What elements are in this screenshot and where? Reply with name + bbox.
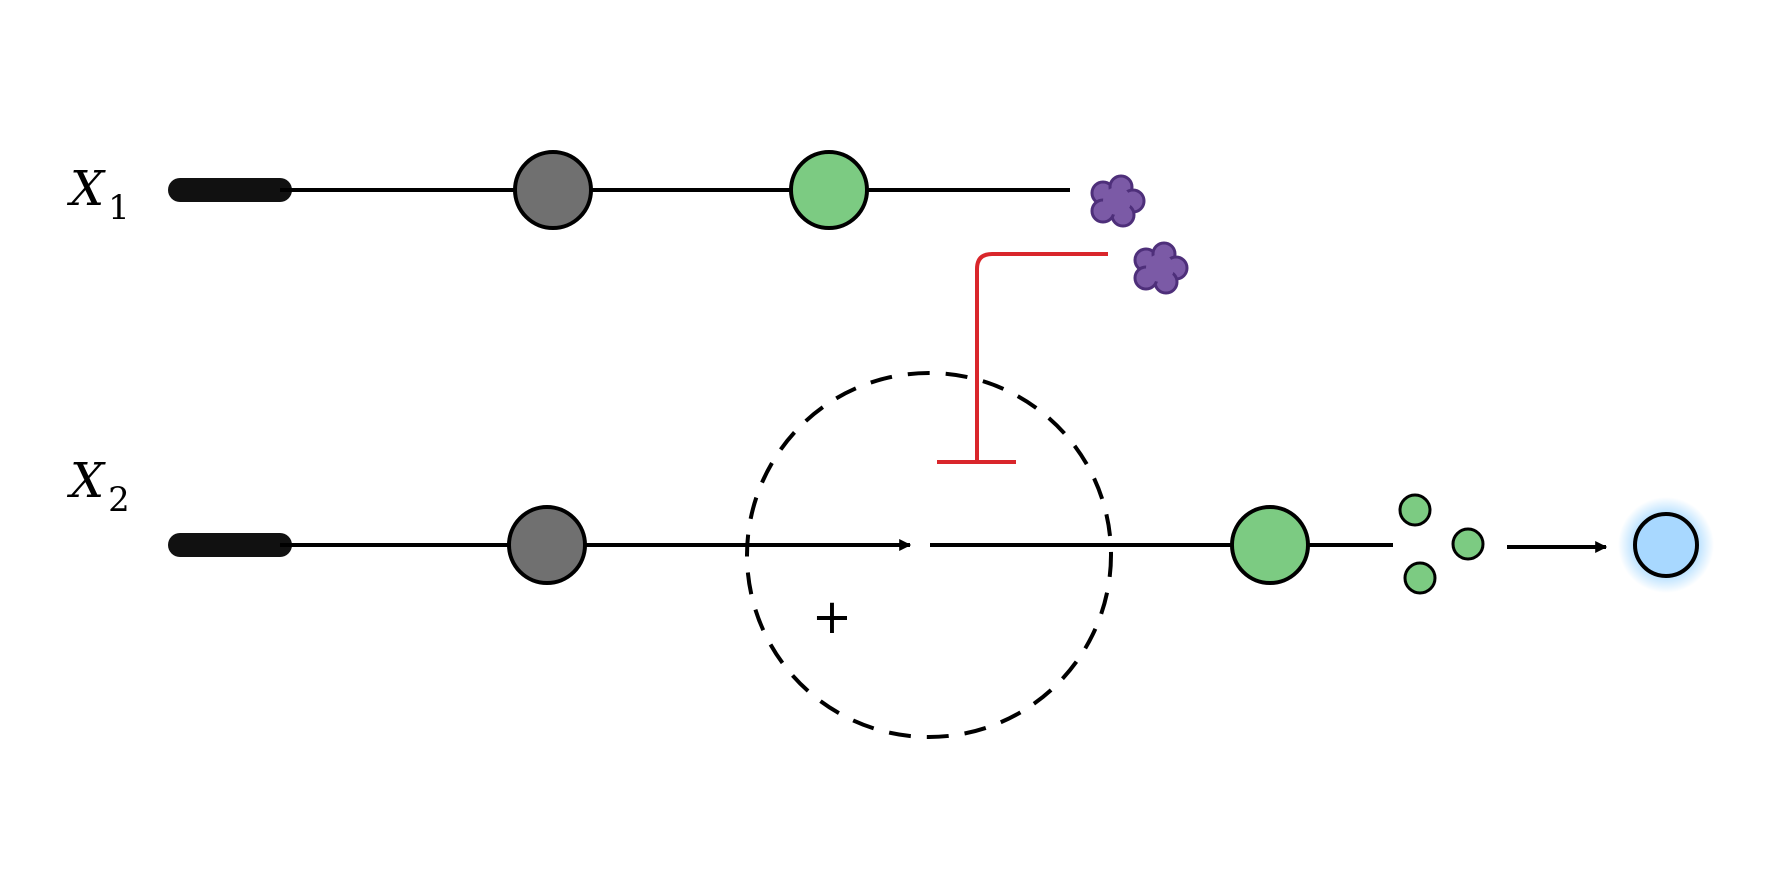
green-molecule-2 bbox=[1451, 527, 1485, 561]
inhibition-arrow bbox=[937, 252, 1108, 464]
row-label-x1-subscript: 1 bbox=[108, 188, 130, 228]
row-label-x2-subscript: 2 bbox=[108, 480, 130, 520]
row-x2 bbox=[168, 493, 1714, 595]
plus-sign: + bbox=[812, 589, 852, 645]
purple-protein-1 bbox=[1090, 174, 1146, 228]
dashed-region bbox=[745, 371, 1113, 739]
purple-protein-2 bbox=[1133, 241, 1189, 295]
green-molecule-1 bbox=[1398, 493, 1432, 527]
row-label-x2-main: X bbox=[66, 453, 106, 509]
x1-green-node bbox=[789, 150, 869, 230]
row-label-x1-main: X bbox=[66, 161, 106, 217]
x2-gray-node bbox=[507, 505, 587, 585]
blue-output-node bbox=[1633, 512, 1699, 578]
x2-green-node bbox=[1230, 505, 1310, 585]
green-molecule-3 bbox=[1403, 561, 1437, 595]
row-x1 bbox=[168, 150, 1189, 295]
x1-gray-node bbox=[513, 150, 593, 230]
inhibition-line bbox=[975, 252, 1108, 462]
